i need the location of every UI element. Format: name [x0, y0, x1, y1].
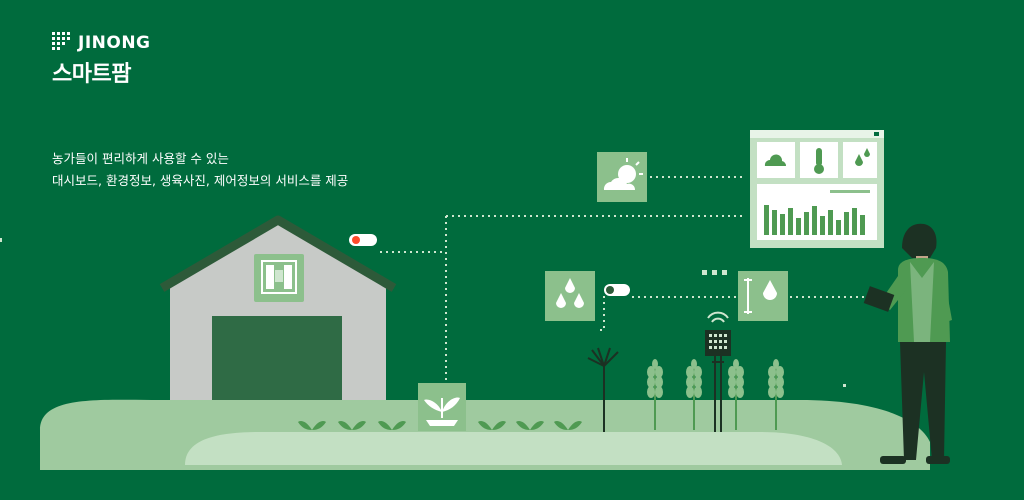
product-name: 스마트팜	[52, 62, 131, 87]
signal-dots	[702, 270, 727, 275]
water-drops-icon	[545, 271, 595, 321]
barn-toggle[interactable]	[349, 234, 377, 246]
ground-front	[185, 432, 842, 465]
brand-name: JINONG	[78, 33, 151, 53]
tagline-line-1: 농가들이 편리하게 사용할 수 있는	[52, 151, 229, 166]
irrigation-toggle[interactable]	[604, 284, 630, 296]
cloud-sun-icon	[597, 152, 647, 202]
dashboard-card-icon	[750, 130, 884, 248]
seedling-icon	[418, 383, 466, 431]
weather-station-icon	[705, 311, 731, 432]
jinong-dots-icon	[52, 32, 70, 50]
brand-logo[interactable]: JINONG 스마트팜	[52, 32, 151, 88]
moisture-sensor-icon	[738, 271, 788, 321]
sprinkler-icon	[587, 347, 619, 432]
tagline-line-2: 대시보드, 환경정보, 생육사진, 제어정보의 서비스를 제공	[52, 173, 349, 188]
window-control-icon	[261, 260, 297, 294]
network-lines	[445, 176, 870, 380]
wheat-icon	[647, 359, 784, 430]
barn-door	[212, 316, 342, 400]
farmer-tablet-icon	[863, 223, 952, 464]
tagline: 농가들이 편리하게 사용할 수 있는 대시보드, 환경정보, 생육사진, 제어정…	[52, 148, 348, 192]
barn	[159, 215, 397, 400]
sprout-row	[298, 420, 582, 430]
